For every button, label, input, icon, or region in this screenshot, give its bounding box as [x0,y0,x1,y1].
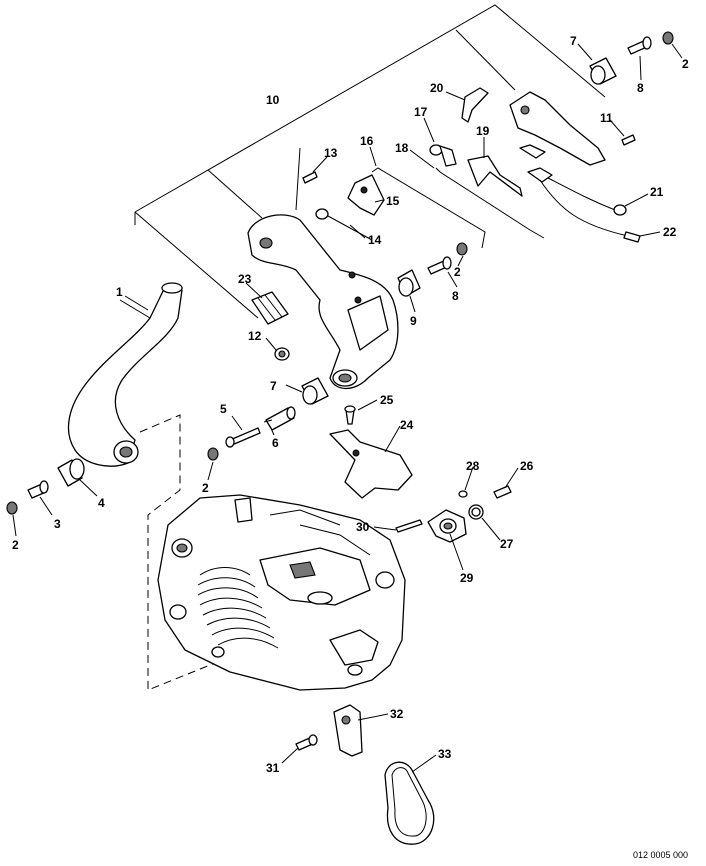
callout-11: 11 [600,111,613,125]
screw-part [621,134,636,146]
callout-9: 9 [410,314,417,328]
callout-30: 30 [356,520,370,534]
callout-2: 2 [682,57,689,71]
callout-32: 32 [390,707,404,721]
buffer-part [57,458,85,487]
buffer-part [301,57,617,405]
assembly-10-bracket [134,4,606,319]
callout-8: 8 [452,289,459,303]
callout-14: 14 [368,233,382,247]
plug-part [274,347,290,361]
handle-cover-part [509,91,606,183]
callout-28: 28 [466,459,480,473]
callout-21: 21 [650,185,664,199]
rubber-buffer-part [251,291,289,325]
leader-lines [12,43,683,773]
front-handle-part [67,282,183,467]
callout-26: 26 [520,459,534,473]
rod-part [435,167,545,239]
washer-part [6,31,674,515]
switch-wire-part [547,177,627,216]
screw-part [427,36,652,275]
callout-27: 27 [500,537,514,551]
callout-13: 13 [324,146,338,160]
callout-1: 1 [116,285,123,299]
callout-17: 17 [414,105,428,119]
callout-2: 2 [454,265,461,279]
callout-15: 15 [386,194,400,208]
chain-guide-loop-part [384,761,435,845]
o-ring-part [468,504,484,520]
buffer-part [397,269,421,297]
callout-19: 19 [476,124,490,138]
callout-29: 29 [460,571,474,585]
lever-part [467,155,523,197]
oil-pump-part [427,509,467,543]
sleeve-part [265,406,296,431]
callout-23: 23 [238,272,252,286]
callout-2: 2 [12,538,19,552]
crankcase-part [157,494,406,691]
callout-4: 4 [98,496,105,510]
bracket-part [333,704,363,757]
callout-10: 10 [266,93,280,107]
lock-part [461,87,489,123]
callout-2: 2 [202,481,209,495]
rod-part [371,167,486,249]
pin-part [458,490,468,498]
cylinder-fins [197,567,279,649]
screw-part [27,480,49,499]
callout-24: 24 [400,418,414,432]
callout-31: 31 [266,761,280,775]
screw-part [344,405,356,425]
callout-33: 33 [438,747,452,761]
callout-18: 18 [395,141,409,155]
rear-handle-part [247,214,399,390]
wire-part [539,179,641,243]
callout-16: 16 [360,134,374,148]
callout-5: 5 [220,402,227,416]
bolt-part [225,427,261,448]
callout-3: 3 [54,517,61,531]
callout-8: 8 [637,81,644,95]
callout-labels: 1 2 2 2 2 3 4 5 6 7 7 8 8 9 10 11 12 13 … [12,34,689,860]
screw-part [493,485,512,499]
callout-7: 7 [270,379,277,393]
callout-22: 22 [663,225,677,239]
callout-20: 20 [430,81,444,95]
callout-6: 6 [272,436,279,450]
spring-part [429,144,457,167]
screw-part [395,519,423,533]
cover-plate-part [329,429,413,499]
callout-12: 12 [248,329,262,343]
spring-part [315,208,373,241]
drawing-code: 012 0005 000 [633,850,688,860]
screw-part [302,171,318,184]
callout-7: 7 [570,34,577,48]
throttle-lever-part [347,174,385,216]
screw-part [295,734,318,751]
callout-25: 25 [380,393,394,407]
